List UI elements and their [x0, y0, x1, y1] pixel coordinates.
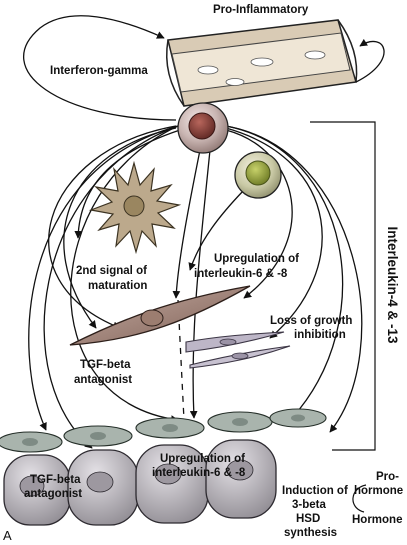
- hormone-conversion-curve: [352, 484, 367, 513]
- basal-cells: [3, 439, 277, 526]
- label-interferon-gamma: Interferon-gamma: [50, 65, 148, 77]
- interleukin-bracket: [310, 121, 376, 451]
- label-prohormone-2: hormone: [354, 485, 403, 497]
- th2-cell: [234, 151, 282, 199]
- flat-epithelial-cells: [0, 408, 327, 453]
- label-induction-1: Induction of: [282, 485, 348, 497]
- panel-letter: A: [3, 528, 12, 543]
- dendritic-cell: [88, 160, 182, 255]
- fibroblast-cell: [69, 285, 251, 346]
- label-pro-inflammatory: Pro-Inflammatory: [213, 4, 309, 16]
- label-loss-growth-1: Loss of growth: [270, 315, 352, 327]
- label-induction-4: synthesis: [284, 527, 337, 539]
- label-loss-growth-2: inhibition: [294, 329, 346, 341]
- label-upreg-bottom-2: interleukin-6 & -8: [152, 467, 246, 479]
- signaling-arrows: [23, 15, 385, 449]
- label-upreg-bottom-1: Upregulation of: [160, 453, 245, 465]
- label-second-signal-2: maturation: [88, 280, 147, 292]
- label-interleukin-4-13: Interleukin-4 & -13: [385, 226, 400, 344]
- blood-vessel: [165, 19, 358, 107]
- label-tgf-top-1: TGF-beta: [80, 359, 131, 371]
- label-tgf-bottom-1: TGF-beta: [30, 474, 81, 486]
- label-tgf-bottom-2: antagonist: [24, 488, 82, 500]
- myofibroblast-cells: [185, 331, 291, 369]
- label-upreg-top-1: Upregulation of: [214, 253, 299, 265]
- label-upreg-top-2: interleukin-6 & -8: [194, 268, 288, 280]
- macrophage-cell: [177, 102, 229, 154]
- label-second-signal-1: 2nd signal of: [76, 265, 147, 277]
- label-tgf-top-2: antagonist: [74, 374, 132, 386]
- label-induction-3: HSD: [296, 513, 320, 525]
- label-induction-2: 3-beta: [292, 499, 326, 511]
- label-hormone: Hormone: [352, 514, 402, 526]
- label-prohormone-1: Pro-: [376, 471, 399, 483]
